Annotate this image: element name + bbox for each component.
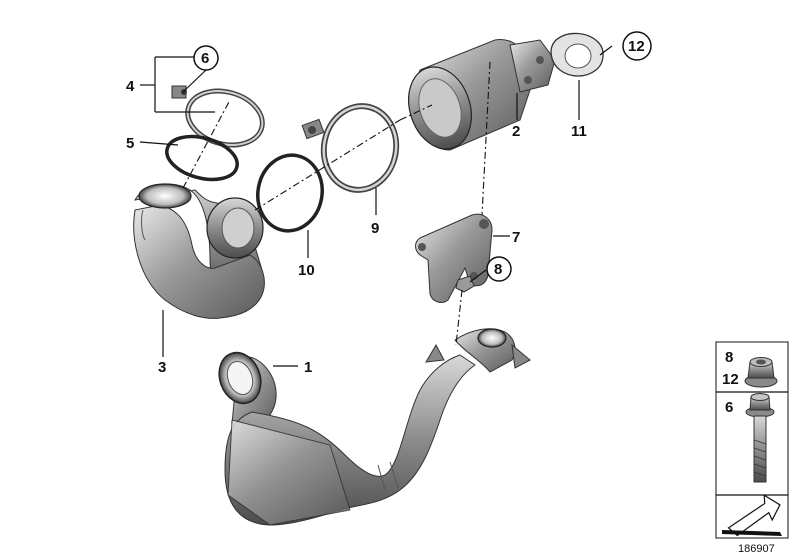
flange-bolt-icon (745, 393, 775, 483)
turbo-outlet-pipe-part-3 (133, 183, 265, 319)
assembly-centerlines (182, 61, 491, 346)
legend-label-12: 12 (722, 371, 739, 388)
bracket-part-7 (415, 213, 493, 303)
front-pipe-catalyst (218, 328, 531, 526)
v-band-clamp-part-9 (301, 103, 400, 193)
flange-nut-icon (744, 357, 778, 388)
label-6: 6 (201, 50, 209, 67)
gasket-part-12 (550, 32, 604, 77)
label-12-circle (622, 31, 652, 61)
label-2: 2 (512, 123, 520, 140)
label-5: 5 (126, 135, 134, 152)
arrow-icon (722, 494, 782, 537)
sealing-ring-part-10 (256, 153, 324, 233)
label-8: 8 (494, 261, 502, 278)
legend-label-8: 8 (725, 349, 733, 366)
label-1: 1 (304, 359, 312, 376)
label-4: 4 (126, 78, 135, 95)
label-11: 11 (571, 123, 587, 140)
label-7: 7 (512, 229, 520, 246)
label-3: 3 (158, 359, 166, 376)
label-10: 10 (298, 262, 315, 279)
callouts: 1 2 3 4 5 6 7 8 9 10 11 12 (126, 31, 652, 376)
label-12: 12 (628, 38, 645, 55)
sealing-ring-part-5 (165, 134, 239, 182)
nut-part-8 (455, 275, 475, 293)
legend-label-6: 6 (725, 399, 733, 416)
label-6-circle (193, 45, 219, 71)
fastener-legend: 8 12 6 (715, 341, 789, 539)
label-9: 9 (371, 220, 379, 237)
image-reference-number: 186907 (738, 543, 775, 555)
leader-lines (139, 45, 613, 367)
label-8-circle (486, 256, 512, 282)
catalyst-part-2 (408, 39, 556, 151)
